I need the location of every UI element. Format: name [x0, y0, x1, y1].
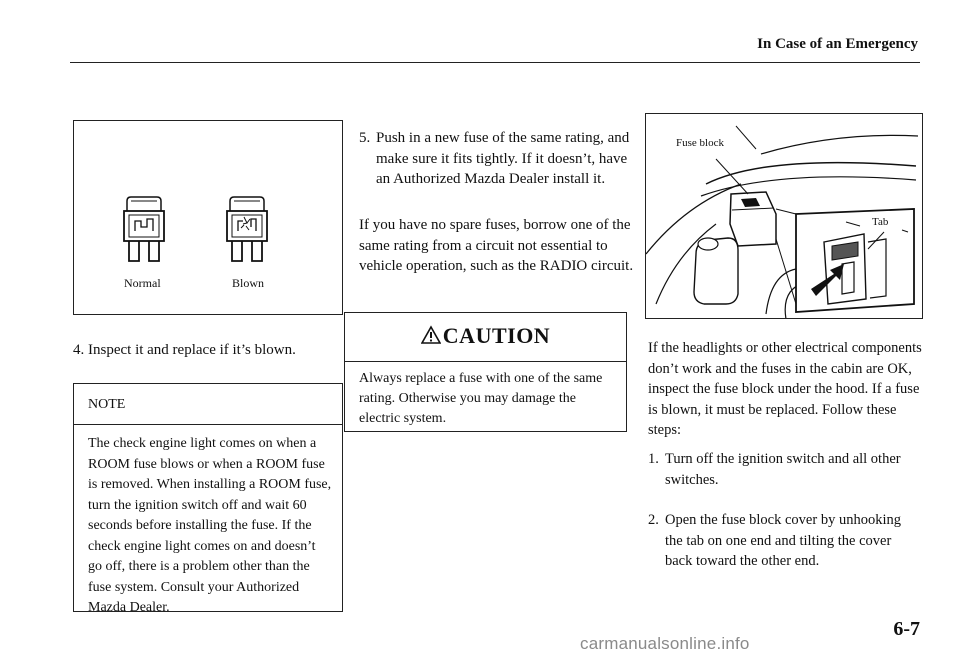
step-2-text: Open the fuse block cover by unhooking t… [665, 512, 901, 569]
caution-box: CAUTION Always replace a fuse with one o… [344, 312, 627, 432]
page-number: 6-7 [893, 618, 920, 640]
blown-label: Blown [232, 276, 265, 290]
normal-label: Normal [124, 276, 161, 290]
fuse-figure: Normal Blown [73, 120, 343, 315]
header-rule [70, 62, 920, 63]
caution-text: Always replace a fuse with one of the sa… [359, 371, 603, 426]
caution-heading: CAUTION [345, 323, 626, 351]
caution-divider [345, 361, 626, 362]
step-5-text: Push in a new fuse of the same rating, a… [376, 130, 630, 187]
step-2: 2. Open the fuse block cover by unhookin… [648, 510, 918, 572]
spare-fuse-paragraph: If you have no spare fuses, borrow one o… [359, 217, 634, 274]
step-1-number: 1. [648, 451, 659, 467]
headlights-paragraph: If the headlights or other electrical co… [648, 340, 922, 438]
step-2-number: 2. [648, 512, 659, 528]
normal-fuse-icon [119, 193, 169, 265]
warning-triangle-icon [420, 325, 442, 351]
fuse-block-illustration [646, 125, 919, 318]
fuse-block-figure: Fuse block Tab [645, 113, 923, 319]
blown-fuse-icon [222, 193, 272, 265]
header-title: In Case of an Emergency [757, 36, 918, 52]
step-5-number: 5. [359, 130, 371, 146]
step-1-text: Turn off the ignition switch and all oth… [665, 451, 901, 488]
caution-title: CAUTION [442, 323, 551, 348]
note-box: NOTE The check engine light comes on whe… [73, 383, 343, 615]
step-1: 1. Turn off the ignition switch and all … [648, 449, 918, 490]
note-text: The check engine light comes on when a R… [88, 436, 332, 615]
fuse-block-label: Fuse block [676, 137, 724, 149]
tab-label: Tab [872, 216, 889, 228]
watermark: carmanualsonline.info [580, 634, 750, 653]
note-divider [74, 424, 342, 425]
step-4-text: 4. Inspect it and replace if it’s blown. [73, 342, 296, 358]
step-5: 5. Push in a new fuse of the same rating… [359, 128, 631, 190]
note-title: NOTE [88, 397, 126, 412]
